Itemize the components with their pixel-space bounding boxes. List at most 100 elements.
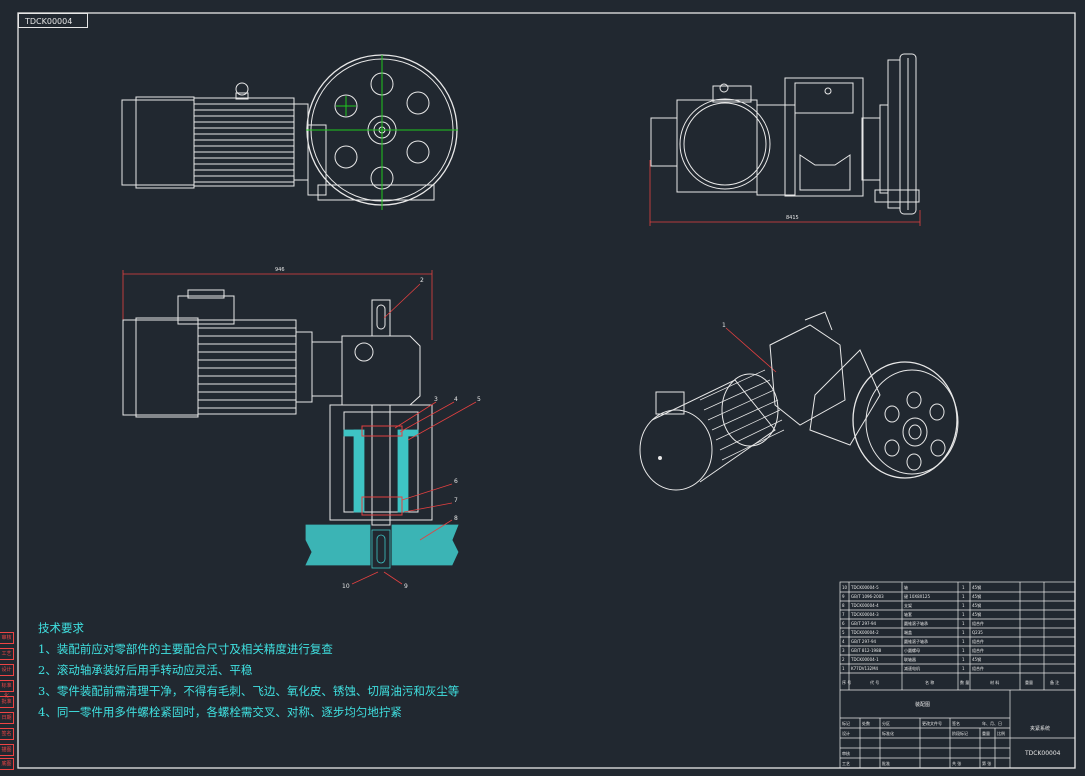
iso-pulley bbox=[852, 361, 958, 479]
svg-text:TDCK00004-4: TDCK00004-4 bbox=[850, 603, 879, 608]
leader-lines bbox=[351, 283, 777, 585]
title-block-part-name: 装配图 bbox=[915, 701, 930, 708]
gear-housing bbox=[679, 98, 771, 190]
dim-label-left: 946 bbox=[275, 267, 285, 273]
motor-fan-cover bbox=[121, 99, 195, 186]
svg-text:比例: 比例 bbox=[997, 730, 1005, 736]
svg-text:第 张: 第 张 bbox=[982, 760, 991, 766]
bom-table bbox=[839, 581, 1076, 769]
technical-requirements: 技术要求 1、装配前应对零部件的主要配合尺寸及相关精度进行复查 2、滚动轴承装好… bbox=[38, 618, 459, 723]
svg-text:Q235: Q235 bbox=[972, 630, 983, 635]
svg-text:1: 1 bbox=[962, 630, 965, 635]
iso-gearbox bbox=[769, 324, 846, 426]
tech-req-item: 4、同一零件用多件螺栓紧固时，各螺栓需交叉、对称、逐步均匀地拧紧 bbox=[38, 705, 402, 719]
svg-text:重量: 重量 bbox=[1025, 679, 1033, 685]
tech-req-title: 技术要求 bbox=[38, 621, 84, 635]
svg-text:45钢: 45钢 bbox=[972, 602, 981, 608]
svg-text:1: 1 bbox=[962, 657, 965, 662]
top-left-view bbox=[121, 54, 458, 210]
part-label-8: 8 bbox=[454, 515, 458, 522]
svg-text:组合件: 组合件 bbox=[972, 638, 984, 644]
svg-text:45钢: 45钢 bbox=[972, 656, 981, 662]
svg-text:数 量: 数 量 bbox=[960, 679, 969, 685]
part-label-10: 10 bbox=[342, 583, 350, 590]
svg-text:GB/T 1096-2003: GB/T 1096-2003 bbox=[851, 594, 884, 599]
tech-req-item: 2、滚动轴承装好后用手转动应灵活、平稳 bbox=[38, 663, 253, 677]
iso-hub bbox=[902, 417, 928, 447]
svg-text:45钢: 45钢 bbox=[972, 584, 981, 590]
svg-text:批准: 批准 bbox=[882, 760, 890, 766]
title-block-code: TDCK00004 bbox=[1024, 750, 1061, 757]
svg-text:TDCK00004-3: TDCK00004-3 bbox=[850, 612, 879, 617]
svg-text:6: 6 bbox=[842, 621, 845, 626]
svg-text:轴: 轴 bbox=[904, 584, 908, 590]
svg-text:代 号: 代 号 bbox=[870, 679, 879, 685]
part-label-4: 4 bbox=[454, 396, 458, 403]
part-label-9: 9 bbox=[404, 583, 408, 590]
svg-text:签名: 签名 bbox=[952, 720, 960, 726]
isometric-view bbox=[639, 311, 959, 491]
motor-fins bbox=[193, 97, 295, 187]
bom-header: 序 号代 号名 称数 量材 料重量备 注 bbox=[842, 679, 1059, 685]
svg-text:名 称: 名 称 bbox=[925, 679, 934, 685]
bom-row-7: 7 TDCK00004-3 轴套 1 45钢 bbox=[842, 611, 981, 617]
svg-text:45钢: 45钢 bbox=[972, 611, 981, 617]
bom-row-8: 8 TDCK00004-4 支架 1 45钢 bbox=[842, 602, 981, 608]
svg-text:1: 1 bbox=[962, 603, 965, 608]
svg-text:圆锥滚子轴承: 圆锥滚子轴承 bbox=[904, 638, 928, 644]
lifting-eye bbox=[235, 82, 249, 96]
motor-end bbox=[650, 117, 678, 167]
svg-text:45钢: 45钢 bbox=[972, 593, 981, 599]
svg-text:1: 1 bbox=[962, 612, 965, 617]
svg-text:10: 10 bbox=[842, 585, 848, 590]
svg-text:1: 1 bbox=[962, 594, 965, 599]
svg-text:1: 1 bbox=[962, 585, 965, 590]
part-label-2: 2 bbox=[420, 277, 424, 284]
svg-text:圆锥滚子轴承: 圆锥滚子轴承 bbox=[904, 620, 928, 626]
svg-text:键 10X8X125: 键 10X8X125 bbox=[904, 593, 930, 599]
terminal-box bbox=[177, 295, 235, 325]
pulley-bracket bbox=[784, 77, 864, 197]
svg-text:1: 1 bbox=[842, 666, 845, 671]
svg-text:GB/T 812-1988: GB/T 812-1988 bbox=[851, 648, 882, 653]
output-shaft-key bbox=[371, 299, 391, 337]
svg-text:标准化: 标准化 bbox=[882, 730, 894, 736]
dim-top-right bbox=[649, 160, 921, 226]
svg-text:阶段标记: 阶段标记 bbox=[952, 730, 968, 736]
svg-text:TDCK00004-5: TDCK00004-5 bbox=[850, 585, 879, 590]
side-stamp-box: 审核 bbox=[0, 632, 14, 644]
title-block-cells: 标记处数 分区更改文件号 签名年、月、日 设计标准化 阶段标记重量 比例审核 工… bbox=[842, 720, 1005, 766]
svg-text:分区: 分区 bbox=[882, 720, 890, 726]
svg-text:7: 7 bbox=[842, 612, 845, 617]
side-stamp-box: 批准 bbox=[0, 696, 14, 708]
svg-text:支架: 支架 bbox=[904, 602, 912, 608]
svg-text:轴套: 轴套 bbox=[904, 611, 912, 617]
pulley-rim bbox=[899, 53, 917, 215]
bearing-markers bbox=[361, 425, 403, 516]
side-stamp-box: 签名 bbox=[0, 728, 14, 740]
svg-text:K77DV132M4: K77DV132M4 bbox=[851, 666, 879, 671]
svg-text:材 料: 材 料 bbox=[990, 679, 999, 685]
svg-text:处数: 处数 bbox=[862, 720, 870, 726]
iso-bracket bbox=[809, 349, 881, 446]
tech-req-item: 1、装配前应对零部件的主要配合尺寸及相关精度进行复查 bbox=[38, 642, 333, 656]
svg-text:8: 8 bbox=[842, 603, 845, 608]
svg-text:备 注: 备 注 bbox=[1050, 679, 1059, 685]
svg-text:1: 1 bbox=[962, 639, 965, 644]
svg-text:年、月、日: 年、月、日 bbox=[982, 720, 1002, 726]
svg-text:TDCK00004-1: TDCK00004-1 bbox=[850, 657, 879, 662]
svg-text:3: 3 bbox=[842, 648, 845, 653]
svg-text:1: 1 bbox=[962, 666, 965, 671]
svg-text:GB/T 297-94: GB/T 297-94 bbox=[851, 639, 877, 644]
side-stamp-box: 标准化 bbox=[0, 680, 14, 699]
section-hatching bbox=[305, 429, 459, 569]
svg-text:1: 1 bbox=[962, 648, 965, 653]
title-block-system-name: 夹紧系统 bbox=[1030, 725, 1050, 732]
